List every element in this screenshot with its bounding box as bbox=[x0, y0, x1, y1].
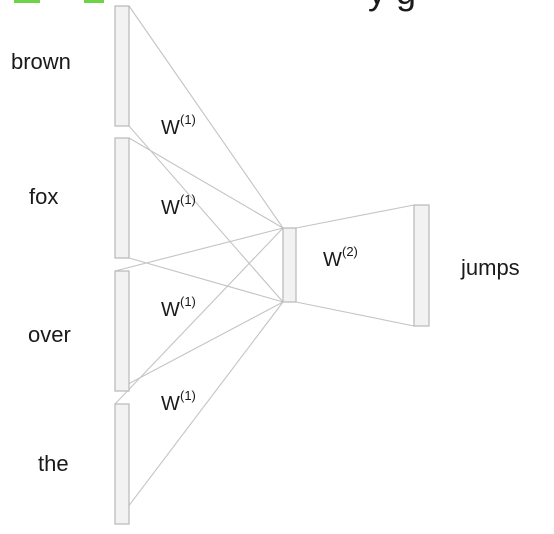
weight-label: W (1) bbox=[161, 112, 196, 139]
connection-line bbox=[114, 227, 284, 405]
input-vector-brown bbox=[114, 5, 130, 127]
connection-line bbox=[114, 227, 284, 272]
connection-line bbox=[128, 125, 284, 303]
connection-line bbox=[295, 204, 415, 229]
svg-text:W: W bbox=[323, 249, 342, 271]
input-vector-the bbox=[114, 403, 130, 525]
connection-line bbox=[128, 257, 284, 303]
connection-line bbox=[114, 301, 284, 525]
hidden-vector bbox=[282, 227, 297, 303]
input-vector-over bbox=[114, 270, 130, 392]
input-word-label: fox bbox=[29, 184, 58, 209]
banner-accent-fragment bbox=[14, 0, 40, 3]
input-vectors bbox=[114, 5, 130, 525]
input-word-label: over bbox=[28, 322, 71, 347]
svg-text:(2): (2) bbox=[342, 244, 358, 259]
svg-text:(1): (1) bbox=[180, 388, 196, 403]
cropped-banner: y g bbox=[14, 0, 416, 12]
banner-accent-fragment-2 bbox=[84, 0, 104, 3]
connection-line bbox=[128, 5, 284, 229]
input-word-label: the bbox=[38, 451, 69, 476]
connection-line bbox=[114, 301, 284, 392]
weight-label: W (1) bbox=[161, 388, 196, 415]
input-word-label: brown bbox=[11, 49, 71, 74]
weight-label: W (1) bbox=[161, 192, 196, 219]
svg-text:(1): (1) bbox=[180, 112, 196, 127]
input-vector-fox bbox=[114, 137, 130, 259]
svg-text:W: W bbox=[161, 393, 180, 415]
hidden-to-output-connections bbox=[295, 204, 415, 327]
input-word-labels: brown fox over the bbox=[11, 49, 71, 476]
output-weight-label: W (2) bbox=[323, 244, 358, 271]
svg-text:W: W bbox=[161, 117, 180, 139]
output-word-label: jumps bbox=[460, 255, 520, 280]
banner-partial-text: y g bbox=[368, 0, 416, 12]
weight-label: W (1) bbox=[161, 294, 196, 321]
svg-text:W: W bbox=[161, 197, 180, 219]
svg-text:W: W bbox=[161, 299, 180, 321]
output-vector bbox=[413, 204, 430, 327]
svg-text:(1): (1) bbox=[180, 294, 196, 309]
hidden-weight-labels: W (1) W (1) W (1) W (1) bbox=[161, 112, 196, 415]
connection-line bbox=[295, 301, 415, 327]
connection-line bbox=[128, 137, 284, 229]
svg-text:(1): (1) bbox=[180, 192, 196, 207]
input-to-hidden-connections bbox=[114, 5, 284, 525]
